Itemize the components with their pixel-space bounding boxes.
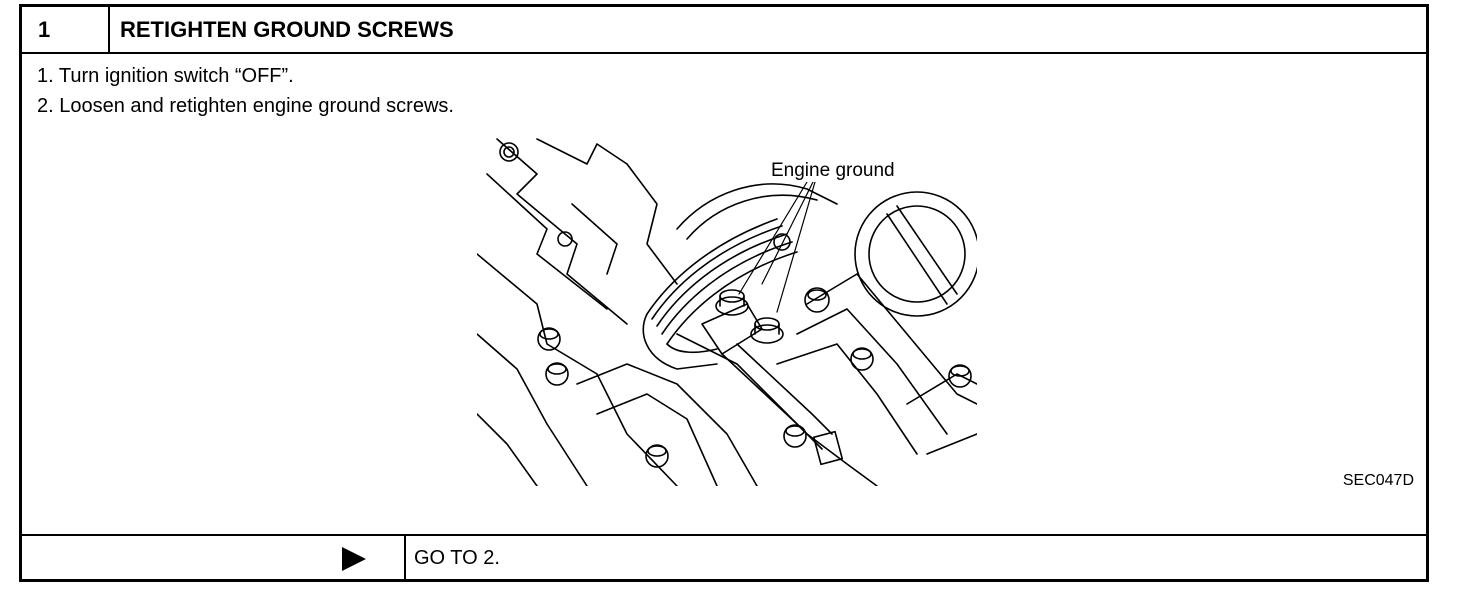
instruction-step-1: 1. Turn ignition switch “OFF”. (37, 65, 294, 87)
table-header-row: 1 RETIGHTEN GROUND SCREWS (22, 7, 1426, 54)
table-footer-row: GO TO 2. (22, 534, 1426, 581)
step-number-cell: 1 (22, 7, 110, 52)
next-step-text: GO TO 2. (414, 547, 500, 569)
engine-ground-illustration (477, 138, 977, 486)
arrow-cell (22, 536, 406, 581)
instruction-body: 1. Turn ignition switch “OFF”. 2. Loosen… (22, 54, 1426, 534)
step-number: 1 (38, 17, 51, 42)
engine-ground-callout: Engine ground (768, 160, 898, 182)
step-title: RETIGHTEN GROUND SCREWS (120, 17, 454, 42)
instruction-step-2: 2. Loosen and retighten engine ground sc… (37, 95, 454, 117)
figure-reference-code: SEC047D (1342, 472, 1414, 489)
right-triangle-icon (342, 547, 366, 571)
procedure-table: 1 RETIGHTEN GROUND SCREWS 1. Turn igniti… (19, 4, 1429, 582)
